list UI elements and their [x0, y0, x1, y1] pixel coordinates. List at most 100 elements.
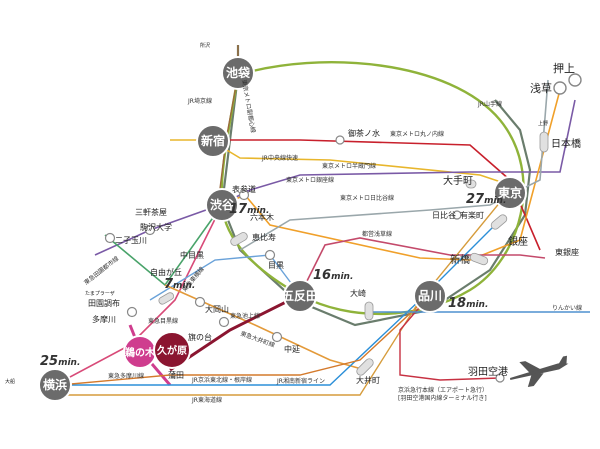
transfer-marker — [465, 179, 477, 189]
line-label-saikyo: JR埼京線 — [187, 97, 212, 105]
shonan-line — [59, 294, 431, 386]
line-label-keikyu-note1: 京浜急行本線（エアポート急行） — [398, 386, 488, 394]
transfer-marker — [364, 301, 374, 321]
station-label-futakotamagawa: 二子玉川 — [115, 236, 147, 245]
station-dot — [271, 331, 283, 343]
station-label-haneda: 羽田空港 — [468, 365, 508, 378]
transfer-marker — [158, 292, 175, 305]
time-value: 17 — [229, 202, 248, 217]
station-label-sangenjaya: 三軒茶屋 — [135, 207, 167, 217]
station-label-jiyugaoka: 自由が丘 — [150, 267, 182, 277]
station-label-otemachi: 大手町 — [443, 174, 473, 187]
time-yokohama: 25min. — [40, 354, 80, 369]
time-value: 7 — [164, 277, 174, 292]
time-value: 18 — [448, 296, 466, 311]
oimachi-line — [164, 284, 366, 371]
station-dot — [104, 232, 116, 244]
transfer-marker — [356, 358, 374, 376]
keihin-line — [60, 219, 501, 386]
station-label-tamagawa: 多摩川 — [92, 314, 116, 324]
station-label-komazawa: 駒沢大学 — [140, 222, 172, 232]
transfer-marker — [539, 131, 549, 153]
line-label-tamagawa: 東急多摩川線 — [108, 372, 144, 380]
station-yokohama — [38, 368, 72, 402]
asakusa-line — [299, 237, 546, 296]
station-label-ebisu: 恵比寿 — [252, 232, 276, 242]
station-dot — [238, 189, 250, 201]
time-value: 25 — [40, 354, 58, 369]
station-label-ueno: 上野 — [538, 120, 548, 127]
small-stations — [104, 73, 582, 343]
time-gotanda: 16min. — [313, 268, 353, 283]
station-label-ochanomizu: 御茶ノ水 — [348, 128, 380, 138]
line-label-fukutoshin: 東京メトロ副都心線 — [240, 79, 257, 134]
station-shinjuku — [196, 124, 230, 158]
station-label-yokohama: 横浜 — [43, 377, 67, 392]
station-dot — [218, 316, 230, 328]
station-label-tokorozawa: 所沢 — [200, 42, 210, 49]
station-dot — [144, 224, 156, 236]
station-haneda-dot — [495, 373, 505, 383]
time-jiyugaoka: 7min. — [164, 277, 195, 292]
time-shibuya: 17min. — [229, 202, 269, 217]
line-label-marunouchi: 東京メトロ丸ノ内線 — [390, 130, 444, 138]
time-value: 27 — [466, 192, 485, 207]
airplane-icon — [510, 355, 569, 388]
travel-times: 17min. 16min. 18min. 27min. 25min. 7min. — [40, 192, 506, 369]
station-label-hatanodai: 旗の台 — [188, 332, 212, 342]
station-label-gotanda: 五反田 — [282, 288, 318, 303]
station-label-nakameguro: 中目黒 — [180, 250, 204, 260]
transfer-marker — [490, 214, 508, 230]
station-label-shibuya: 渋谷 — [210, 197, 235, 212]
line-label-rinkai: りんかい線 — [552, 304, 582, 312]
station-label-shinagawa: 品川 — [418, 289, 442, 303]
time-tokyo: 27min. — [466, 192, 506, 207]
time-unit: min. — [173, 281, 195, 291]
station-label-kugahara: 久が原 — [156, 344, 187, 357]
station-dot — [568, 73, 582, 87]
station-label-ofuna: 大船 — [5, 378, 15, 385]
station-label-nihonbashi: 日本橋 — [551, 137, 581, 150]
station-label-oshiage: 押上 — [553, 61, 575, 75]
station-label-omotesando: 表参道 — [232, 184, 256, 194]
time-unit: min. — [466, 300, 488, 310]
hanzomon-line — [94, 99, 576, 256]
line-label-yamanote: JR山手線 — [477, 100, 502, 108]
station-label-higashiginza: 東銀座 — [555, 247, 579, 257]
line-label-denentoshi: 東急田園都市線 — [82, 254, 120, 286]
time-unit: min. — [58, 358, 80, 368]
station-label-tamaplaza: たまプラーザ — [85, 291, 115, 297]
station-label-osaki: 大崎 — [350, 288, 366, 298]
line-label-asakusa: 都営浅草線 — [362, 230, 392, 238]
station-dot — [553, 81, 567, 95]
station-dot — [126, 306, 138, 318]
small-station-labels: 押上 浅草 日本橋 大手町 有楽町 日比谷 銀座 東銀座 新橋 御茶ノ水 表参道… — [5, 42, 581, 385]
station-label-kamata: 蒲田 — [168, 370, 184, 380]
line-label-ikegami: 東急池上線 — [230, 312, 260, 320]
meguro-line — [149, 254, 301, 301]
time-unit: min. — [247, 206, 269, 216]
tokaido-line — [60, 189, 511, 396]
station-dot — [335, 135, 345, 145]
yamanote-line — [220, 61, 525, 316]
time-value: 16 — [313, 268, 331, 283]
keikyu-line — [399, 294, 501, 381]
station-label-unoki: 鵜の木 — [124, 346, 156, 359]
line-label-chuo: JR中央線快速 — [261, 154, 298, 162]
transfer-marker — [230, 232, 248, 246]
toyoko-line — [54, 204, 223, 386]
time-unit: min. — [484, 196, 506, 206]
line-label-hibiya: 東京メトロ日比谷線 — [340, 194, 394, 202]
line-label-keihintohoku: JR京浜東北線・根岸線 — [191, 376, 252, 384]
transfer-marker — [469, 252, 489, 266]
line-label-tokaido: JR東海道線 — [191, 396, 222, 404]
station-label-roppongi: 六本木 — [250, 212, 274, 222]
line-label-keikyu-note2: [羽田空港国内線ターミナル行き] — [398, 394, 487, 402]
station-label-shinjuku: 新宿 — [201, 133, 225, 148]
station-dot — [452, 210, 462, 220]
station-gotanda — [283, 279, 317, 313]
line-label-ginza: 東京メトロ銀座線 — [286, 176, 334, 184]
line-label-hanzomon: 東京メトロ半蔵門線 — [322, 162, 376, 170]
station-tokyo — [493, 176, 527, 210]
